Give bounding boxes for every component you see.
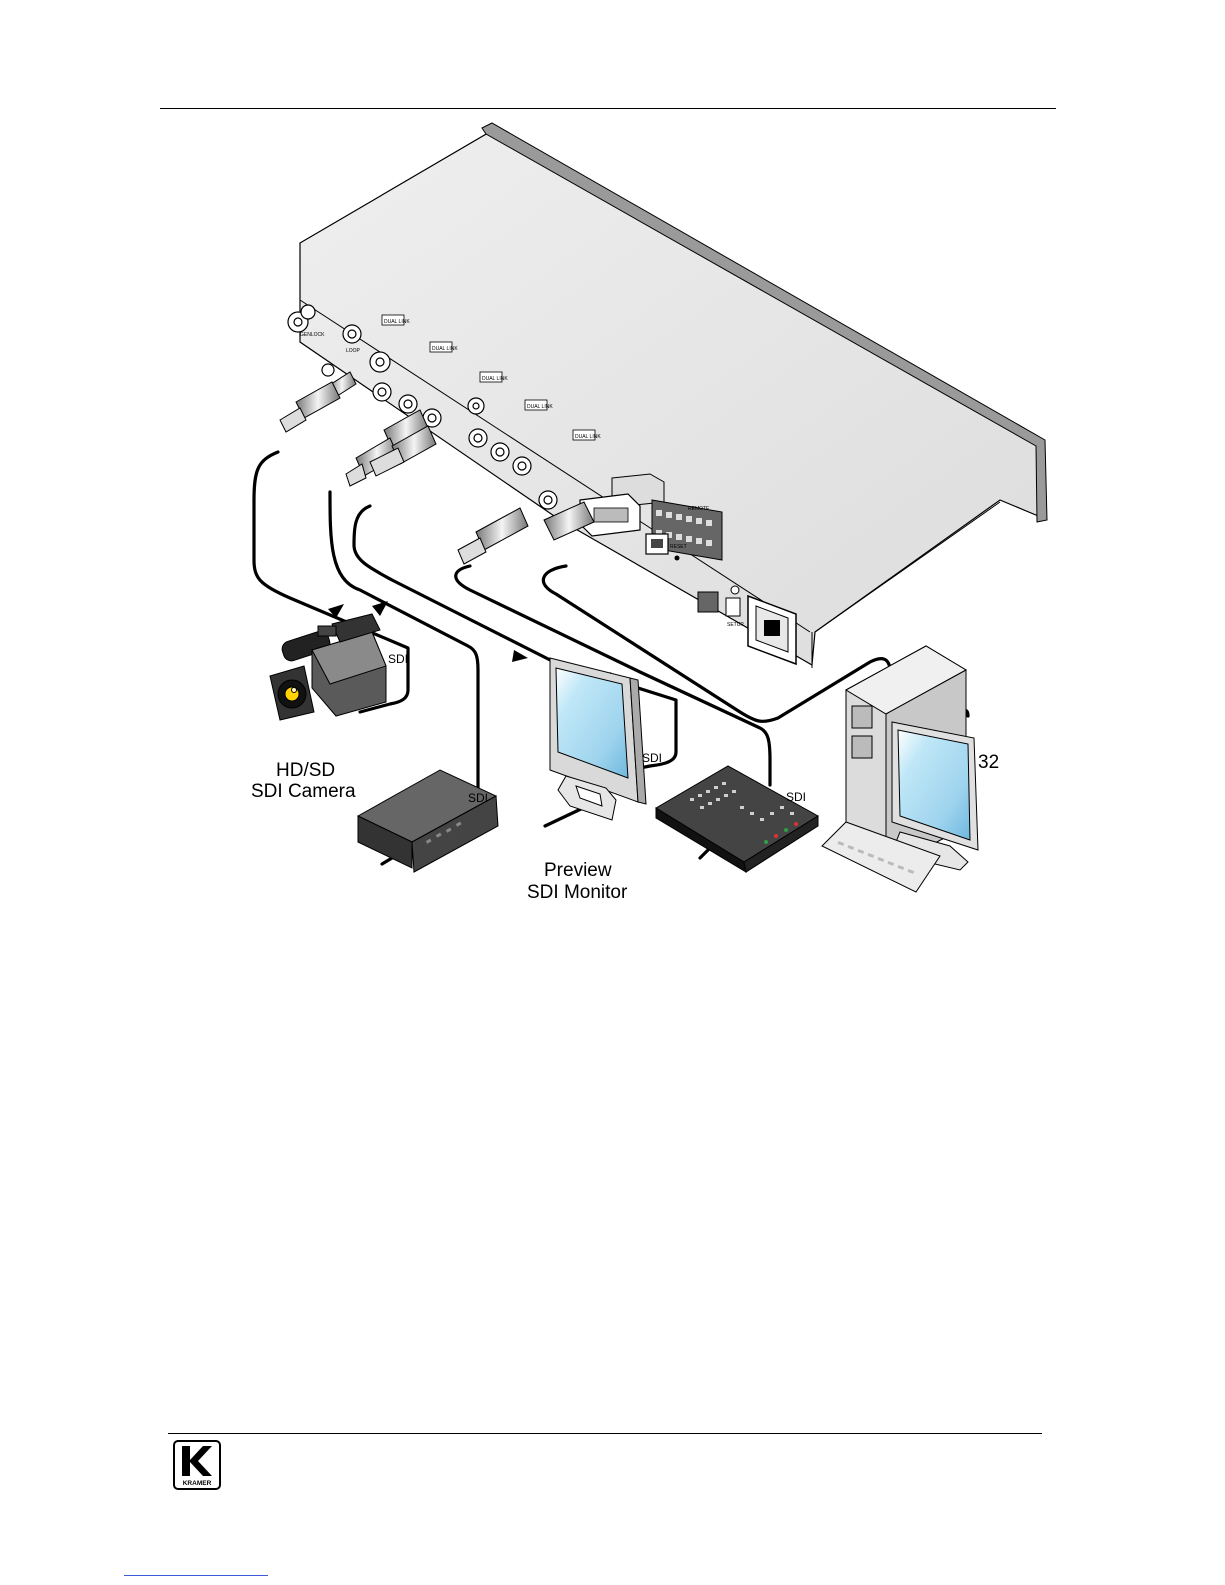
footer-rule [168,1433,1042,1434]
input-label-2: DUAL LINK [432,346,458,352]
connection-diagram: DUAL LINK DUAL LINK DUAL LINK DUAL LINK … [0,0,1225,960]
logo-text: KRAMER [183,1480,212,1487]
input-label-3: DUAL LINK [482,376,508,382]
arrow-recorder [372,601,388,616]
reset-label: RESET [670,544,687,550]
loop-label: LOOP [346,348,361,354]
computer-icon [822,646,978,892]
setup-label: SETUP [727,622,744,628]
monitor-cable-label: SDI [642,751,662,765]
control-panel-icon [656,766,818,872]
pc-cable-label: 32 [978,752,999,773]
remote-label: REMOTE [688,506,710,512]
camera-cable-label: SDI [388,652,408,666]
arrow-monitor-1 [512,650,528,662]
kramer-logo: KRAMER [173,1440,221,1490]
controller-cable-label: SDI [786,790,806,804]
recorder-cable-label: SDI [468,791,488,805]
camera-label-line1: HD/SD [276,760,335,781]
camera-label-line2: SDI Camera [251,781,356,802]
camera-icon [270,614,386,720]
input-label-5: DUAL LINK [575,434,601,440]
input-label-4: DUAL LINK [527,404,553,410]
monitor-label-line2: SDI Monitor [527,882,628,903]
footer-link-underline [124,1575,268,1576]
monitor-label-line1: Preview [544,860,612,881]
input-label-1: DUAL LINK [384,319,410,325]
monitor-icon [550,658,646,820]
genlock-label: GENLOCK [300,332,325,338]
